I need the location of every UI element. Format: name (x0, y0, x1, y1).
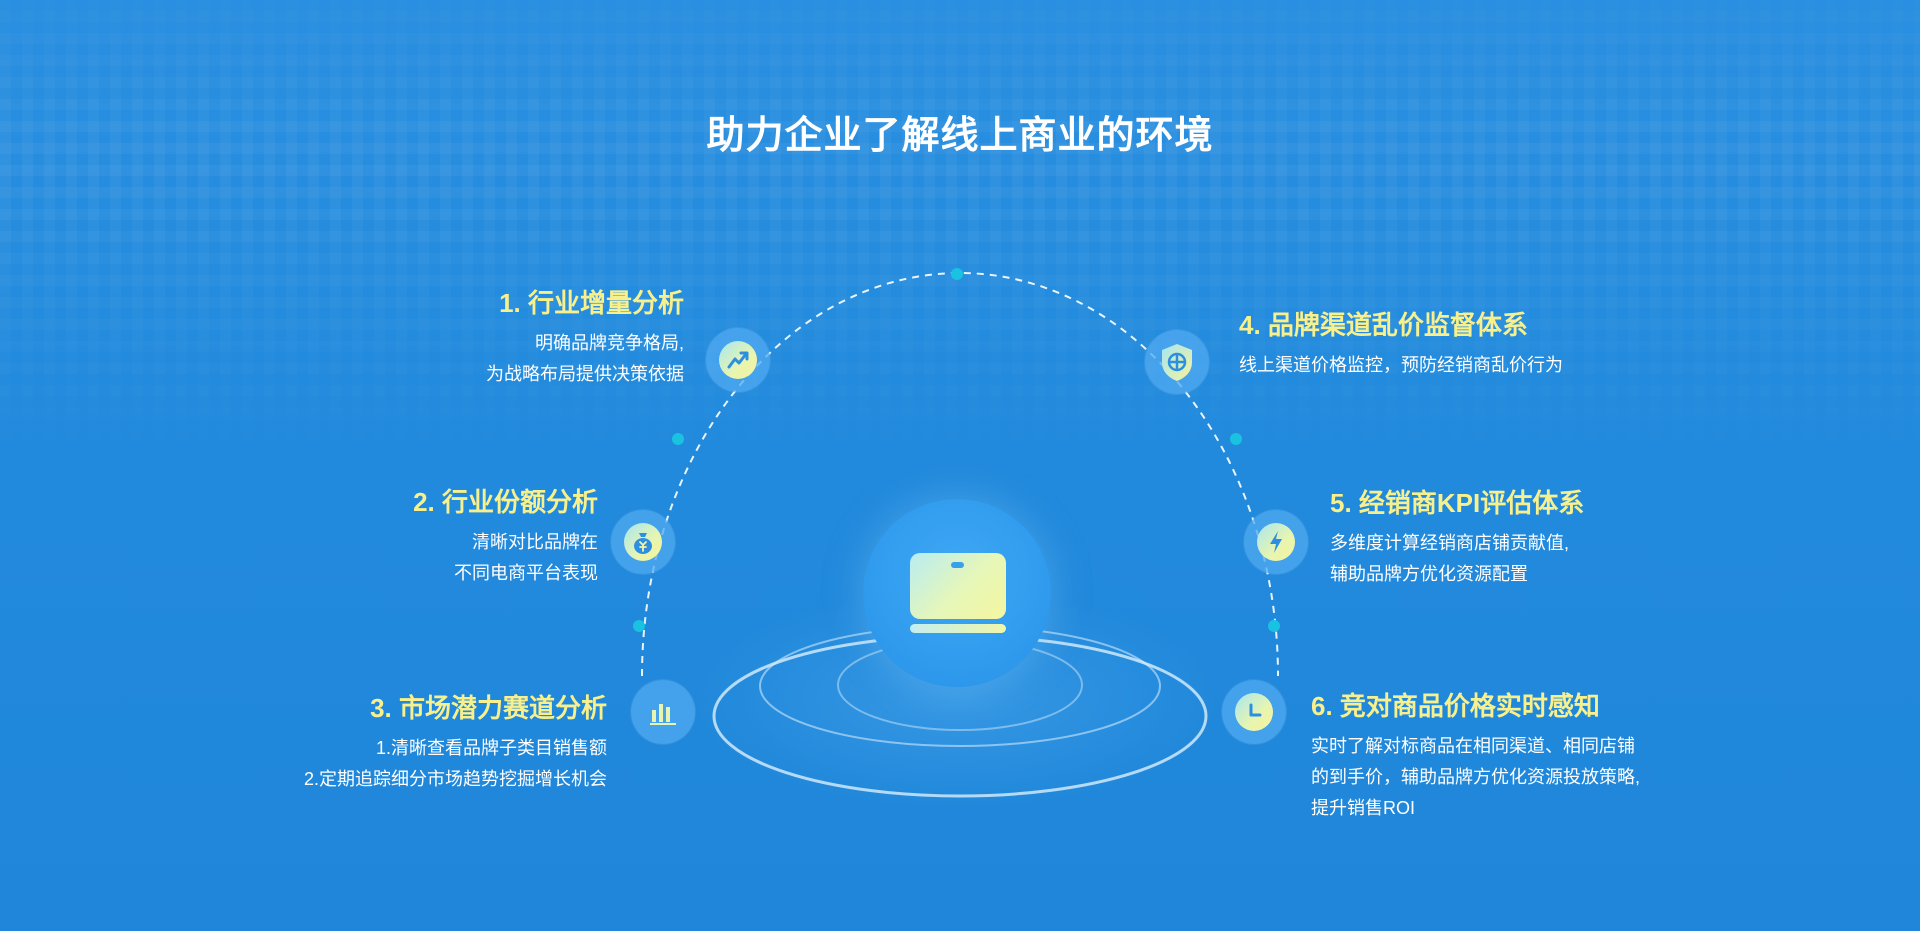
feature-item-3: 3. 市场潜力赛道分析 1.清晰查看品牌子类目销售额 2.定期追踪细分市场趋势挖… (304, 688, 607, 795)
feature-heading-2: 2. 行业份额分析 (413, 487, 598, 517)
arc-dot-left-lower (633, 620, 645, 632)
arc-dot-right-upper (1230, 433, 1242, 445)
lightning-icon (1257, 523, 1295, 561)
feature-line-2-2: 不同电商平台表现 (454, 563, 598, 583)
laptop-base (910, 624, 1006, 633)
node-shield (1145, 330, 1209, 394)
feature-line-1-2: 为战略布局提供决策依据 (486, 364, 684, 384)
arc-dot-right-lower (1268, 620, 1280, 632)
feature-item-2: 2. 行业份额分析 清晰对比品牌在 不同电商平台表现 (413, 482, 598, 589)
node-clock (1222, 680, 1286, 744)
feature-line-5-2: 辅助品牌方优化资源配置 (1330, 564, 1528, 584)
arc-dot-top (951, 268, 963, 280)
feature-heading-3: 3. 市场潜力赛道分析 (370, 693, 607, 723)
feature-item-1: 1. 行业增量分析 明确品牌竞争格局, 为战略布局提供决策依据 (486, 283, 684, 390)
laptop-screen (910, 553, 1006, 619)
arc-dots (633, 268, 1280, 632)
node-lightning (1244, 510, 1308, 574)
node-money (611, 510, 675, 574)
feature-line-2-1: 清晰对比品牌在 (472, 532, 598, 552)
feature-line-3-2: 2.定期追踪细分市场趋势挖掘增长机会 (303, 769, 607, 789)
center-glow (697, 590, 1217, 810)
laptop-icon (863, 499, 1051, 687)
clock-icon (1235, 693, 1273, 731)
feature-line-1-1: 明确品牌竞争格局, (534, 333, 684, 353)
feature-item-5: 5. 经销商KPI评估体系 多维度计算经销商店铺贡献值, 辅助品牌方优化资源配置 (1330, 483, 1584, 590)
feature-line-6-3: 提升销售ROI (1311, 798, 1416, 818)
feature-line-5-1: 多维度计算经销商店铺贡献值, (1330, 533, 1569, 553)
feature-heading-6: 6. 竞对商品价格实时感知 (1311, 691, 1600, 721)
dashed-arc (641, 272, 1279, 677)
feature-heading-5: 5. 经销商KPI评估体系 (1330, 488, 1585, 518)
trend-chart-icon (719, 341, 757, 379)
feature-line-4-1: 线上渠道价格监控，预防经销商乱价行为 (1239, 355, 1563, 375)
feature-line-6-1: 实时了解对标商品在相同渠道、相同店铺 (1311, 736, 1635, 756)
node-bars (631, 680, 695, 744)
feature-line-6-2: 的到手价，辅助品牌方优化资源投放策略, (1311, 767, 1640, 787)
feature-heading-1: 1. 行业增量分析 (499, 288, 684, 318)
bar-chart-icon (644, 693, 682, 731)
node-trend (706, 328, 770, 392)
feature-line-3-1: 1.清晰查看品牌子类目销售额 (375, 738, 607, 758)
arc-dot-left-upper (672, 433, 684, 445)
feature-item-6: 6. 竞对商品价格实时感知 实时了解对标商品在相同渠道、相同店铺 的到手价，辅助… (1311, 686, 1640, 824)
shield-icon (1158, 343, 1196, 381)
feature-heading-4: 4. 品牌渠道乱价监督体系 (1239, 310, 1528, 340)
page-title: 助力企业了解线上商业的环境 (706, 115, 1214, 157)
feature-item-4: 4. 品牌渠道乱价监督体系 线上渠道价格监控，预防经销商乱价行为 (1239, 305, 1563, 381)
money-bag-icon (624, 523, 662, 561)
